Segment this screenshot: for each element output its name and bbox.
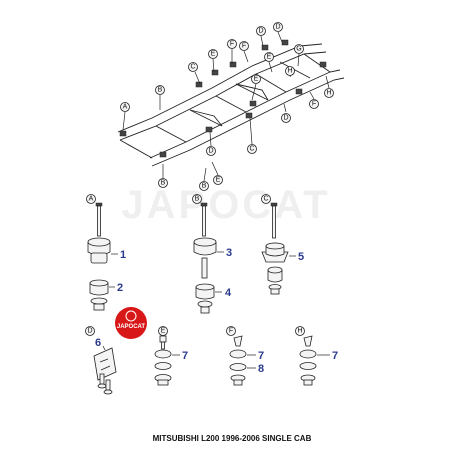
mount-group-b: B 3 4: [192, 194, 232, 314]
svg-text:E: E: [216, 177, 221, 184]
svg-text:B: B: [195, 196, 200, 203]
bracket: [93, 347, 117, 381]
svg-text:F: F: [229, 328, 233, 335]
svg-text:D: D: [283, 115, 288, 122]
part-number-6: 6: [95, 337, 101, 349]
group-letter-circle: [86, 194, 96, 204]
frame-callout-f: F: [227, 39, 237, 49]
mount-group-d: D 6: [85, 326, 117, 395]
svg-text:G: G: [296, 46, 301, 53]
frame-callout-b: B: [199, 181, 209, 191]
svg-text:H: H: [326, 90, 331, 97]
svg-text:B: B: [202, 183, 207, 190]
svg-text:B: B: [161, 180, 166, 187]
mount-group-e: E 7: [154, 326, 188, 386]
svg-text:E: E: [254, 76, 259, 83]
svg-text:D: D: [258, 28, 263, 35]
frame-callout-d: D: [281, 113, 291, 123]
svg-text:E: E: [267, 54, 272, 61]
svg-text:A: A: [123, 104, 128, 111]
part-number-7: 7: [332, 350, 338, 362]
svg-text:F: F: [242, 43, 246, 50]
svg-text:E: E: [211, 51, 216, 58]
mount-group-c: C 5: [261, 194, 304, 295]
svg-text:F: F: [230, 41, 234, 48]
frame-callout-d: D: [256, 26, 266, 36]
svg-text:F: F: [312, 101, 316, 108]
part-number-2: 2: [117, 282, 123, 294]
svg-text:E: E: [161, 328, 166, 335]
frame-callout-e: E: [208, 49, 218, 59]
frame-callout-h: H: [324, 88, 334, 98]
frame-callout-h: H: [285, 66, 295, 76]
frame-callout-e: E: [251, 74, 261, 84]
frame-callout-d: D: [206, 146, 216, 156]
frame-leader-lines: [122, 31, 330, 182]
part-number-5: 5: [298, 251, 304, 263]
frame-callout-e: E: [264, 52, 274, 62]
svg-text:B: B: [158, 87, 163, 94]
frame-callout-c: C: [188, 62, 198, 72]
group-letter: A: [89, 196, 94, 203]
watermark-text: JAPOCAT: [121, 183, 330, 227]
frame-callout-e: E: [213, 175, 223, 185]
svg-text:D: D: [275, 24, 280, 31]
svg-text:H: H: [297, 328, 302, 335]
part-number-3: 3: [226, 247, 232, 259]
frame-callout-a: A: [120, 102, 130, 112]
part-number-7: 7: [182, 350, 188, 362]
frame-callout-b: B: [155, 85, 165, 95]
frame-callouts: E F D D C F E H G B D E H F A D C B E B: [120, 22, 334, 191]
mount-group-a: A 1 2: [86, 194, 126, 311]
svg-text:D: D: [87, 328, 92, 335]
svg-text:D: D: [208, 148, 213, 155]
svg-text:C: C: [263, 196, 268, 203]
part-number-8: 8: [258, 363, 264, 375]
frame-callout-f: F: [239, 41, 249, 51]
part-number-1: 1: [120, 249, 126, 261]
part-number-4: 4: [225, 287, 232, 299]
frame-callout-b: B: [158, 178, 168, 188]
frame-callout-g: G: [294, 44, 304, 54]
svg-text:C: C: [249, 146, 254, 153]
svg-text:H: H: [287, 68, 292, 75]
japocat-logo: JAPOCAT: [115, 307, 147, 339]
frame-callout-d: D: [273, 22, 283, 32]
frame-callout-c: C: [247, 144, 257, 154]
chassis-frame-illustration: [117, 39, 345, 167]
svg-text:C: C: [190, 64, 195, 71]
logo-text: JAPOCAT: [117, 324, 146, 330]
mount-group-f: F 7 8: [226, 326, 264, 386]
mount-group-h: H 7: [295, 326, 338, 386]
part-number-7: 7: [258, 350, 264, 362]
frame-callout-f: F: [309, 99, 319, 109]
diagram-caption: MITSUBISHI L200 1996-2006 SINGLE CAB: [153, 434, 312, 443]
